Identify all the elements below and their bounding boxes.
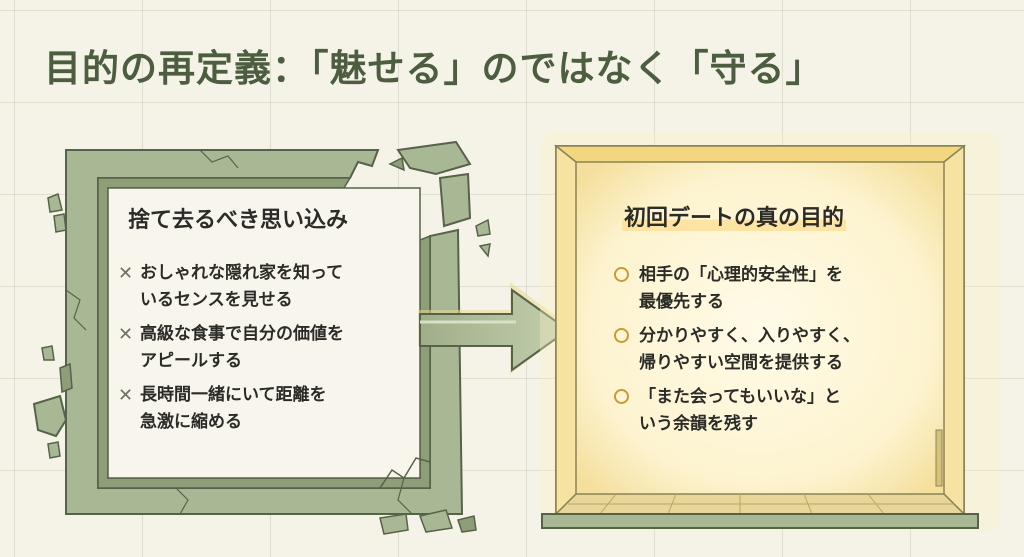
cross-mark-icon: ✕: [118, 324, 134, 345]
circle-bullet-icon: [614, 389, 629, 404]
list-item: ✕ 高級な食事で自分の価値を アピールする: [118, 321, 418, 375]
broken-frame: [32, 140, 491, 535]
cross-mark-icon: ✕: [118, 385, 134, 406]
list-item: 「また会ってもいいな」と いう余韻を残す: [614, 384, 924, 438]
list-item: 分かりやすく、入りやすく、 帰りやすい空間を提供する: [614, 323, 924, 377]
page-title: 目的の再定義：「魅せる」のではなく「守る」: [44, 47, 824, 90]
list-item: ✕ 長時間一緒にいて距離を 急激に縮める: [118, 382, 418, 436]
list-item-text: 相手の「心理的安全性」を 最優先する: [639, 265, 843, 312]
right-panel-heading: 初回デートの真の目的: [622, 200, 847, 232]
list-item-text: 「また会ってもいいな」と いう余韻を残す: [639, 387, 841, 434]
list-item-text: 分かりやすく、入りやすく、 帰りやすい空間を提供する: [639, 326, 860, 373]
transition-arrow: [418, 282, 572, 374]
list-item: 相手の「心理的安全性」を 最優先する: [614, 262, 924, 316]
list-item-text: おしゃれな隠れ家を知って いるセンスを見せる: [140, 263, 344, 310]
true-purpose-list: 相手の「心理的安全性」を 最優先する 分かりやすく、入りやすく、 帰りやすい空間…: [614, 262, 924, 445]
left-panel-heading: 捨て去るべき思い込み: [128, 208, 349, 233]
misconception-list: ✕ おしゃれな隠れ家を知って いるセンスを見せる ✕ 高級な食事で自分の価値を …: [118, 260, 418, 443]
list-item-text: 高級な食事で自分の価値を アピールする: [140, 324, 344, 371]
cross-mark-icon: ✕: [118, 263, 134, 284]
circle-bullet-icon: [614, 328, 629, 343]
right-panel-heading-text: 初回デートの真の目的: [622, 206, 847, 231]
list-item-text: 長時間一緒にいて距離を 急激に縮める: [140, 385, 327, 432]
list-item: ✕ おしゃれな隠れ家を知って いるセンスを見せる: [118, 260, 418, 314]
circle-bullet-icon: [614, 267, 629, 282]
